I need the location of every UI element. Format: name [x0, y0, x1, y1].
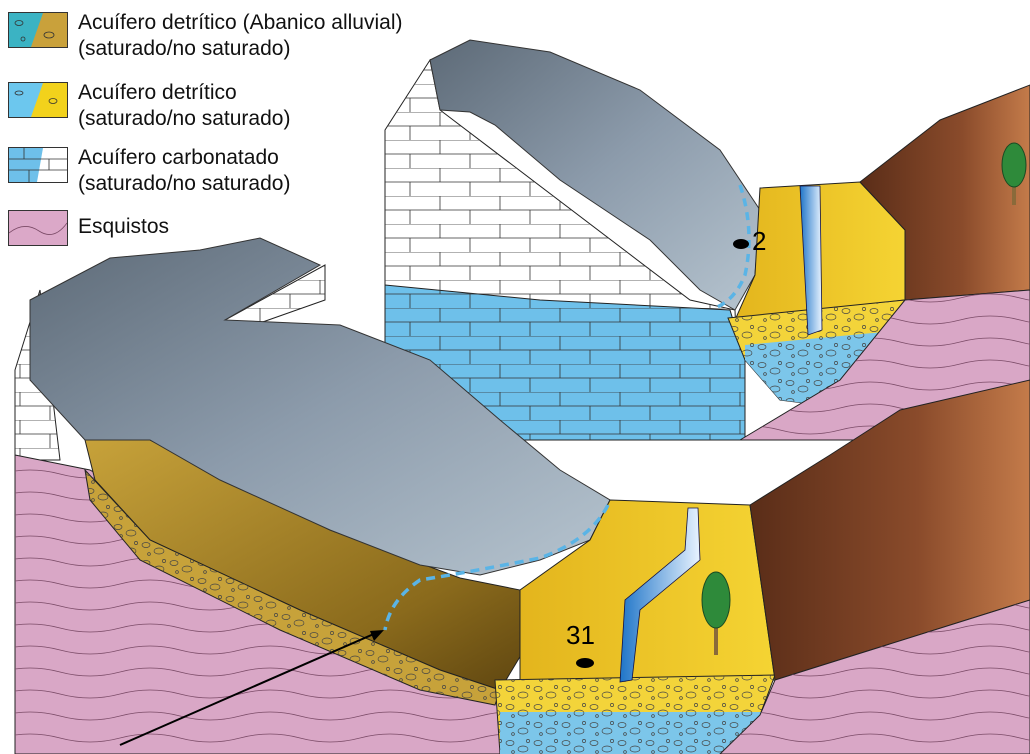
legend-label-2: Acuífero detrítico [78, 80, 237, 105]
carbonate-swatch-icon [8, 147, 68, 183]
point-marker-31 [576, 658, 594, 668]
detrital-swatch-icon [8, 82, 68, 118]
point-marker-2 [733, 239, 749, 249]
legend-sublabel-1: (saturado/no saturado) [78, 36, 290, 61]
point-label-2: 2 [752, 226, 766, 257]
legend-sublabel-3: (saturado/no saturado) [78, 171, 290, 196]
back-block [385, 40, 1030, 440]
alluvial-fan-swatch-icon [8, 12, 68, 48]
legend-label-4: Esquistos [78, 214, 169, 239]
point-label-31: 31 [566, 620, 595, 651]
schist-swatch-icon [8, 210, 68, 246]
legend-label-1: Acuífero detrítico (Abanico alluvial) [78, 10, 403, 35]
legend-sublabel-2: (saturado/no saturado) [78, 106, 290, 131]
legend-label-3: Acuífero carbonatado [78, 145, 279, 170]
